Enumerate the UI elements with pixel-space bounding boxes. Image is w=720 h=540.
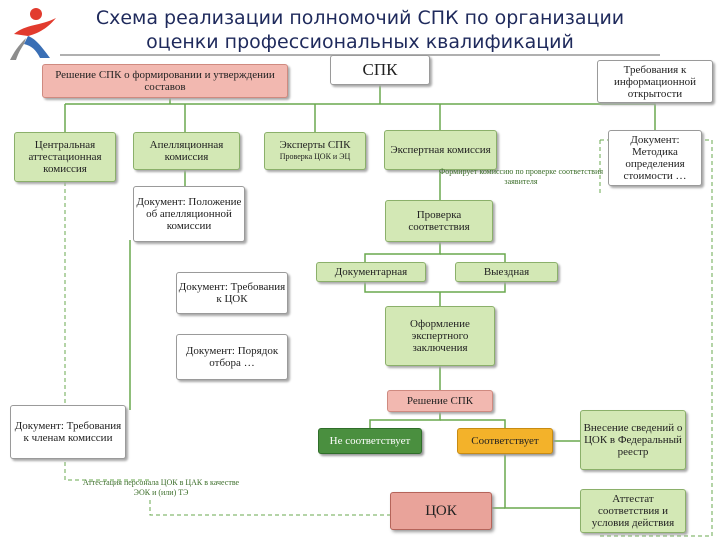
appeal-commission-label: Апелляционная комиссия bbox=[149, 139, 224, 163]
commission-forms-note: Формирует комиссию по проверке соответст… bbox=[438, 167, 604, 186]
members-requirements-label: Документ: Требования к членам комиссии bbox=[14, 420, 122, 444]
spk-experts-sublabel: Проверка ЦОК и ЭЦ bbox=[279, 152, 351, 161]
certificate-label: Аттестат соответствия и условия действия bbox=[591, 493, 675, 529]
connector-doc-merge bbox=[364, 282, 440, 293]
onsite-box: Выездная bbox=[455, 262, 558, 282]
documentary-box: Документарная bbox=[316, 262, 426, 282]
expert-commission-label: Экспертная комиссия bbox=[390, 144, 491, 156]
info-requirements-label: Требования к информационной открытости bbox=[614, 63, 696, 100]
coc-requirements-box: Документ: Требования к ЦОК bbox=[176, 272, 288, 314]
staff-certification-note: Аттестация персонала ЦОК в ЦАК в качеств… bbox=[82, 478, 240, 497]
registry-entry-box: Внесение сведений о ЦОК в Федеральный ре… bbox=[580, 410, 686, 470]
onsite-label: Выездная bbox=[483, 266, 530, 278]
connector-check-split bbox=[364, 242, 441, 262]
spk-label: СПК bbox=[362, 60, 398, 79]
spk-decision-box: Решение СПК bbox=[387, 390, 493, 412]
expert-conclusion-label: Оформление экспертного заключения bbox=[410, 318, 470, 354]
compliance-check-box: Проверка соответствия bbox=[385, 200, 493, 242]
dashed-link-staff bbox=[64, 182, 150, 481]
selection-procedure-label: Документ: Порядок отбора … bbox=[185, 345, 279, 369]
spk-experts-label: Эксперты СПК bbox=[279, 139, 351, 151]
decision-compositions-box: Решение СПК о формировании и утверждении… bbox=[42, 64, 288, 98]
coc-requirements-label: Документ: Требования к ЦОК bbox=[178, 281, 286, 305]
decision-compositions-label: Решение СПК о формировании и утверждении… bbox=[55, 69, 275, 93]
appeal-doc-box: Документ: Положение об апелляционной ком… bbox=[133, 186, 245, 242]
connector-compliant-certificate bbox=[504, 454, 580, 509]
connector-decision-compliant bbox=[440, 419, 506, 428]
connector-onsite-merge bbox=[440, 282, 506, 293]
dashed-frame-right bbox=[600, 139, 713, 537]
spk-box: СПК bbox=[330, 55, 430, 85]
certificate-box: Аттестат соответствия и условия действия bbox=[580, 489, 686, 533]
connector-decision-split bbox=[369, 412, 441, 428]
cost-method-box: Документ: Методика определения стоимости… bbox=[608, 130, 702, 186]
central-commission-box: Центральная аттестационная комиссия bbox=[14, 132, 116, 182]
coc-label: ЦОК bbox=[425, 503, 457, 519]
appeal-commission-box: Апелляционная комиссия bbox=[133, 132, 240, 170]
appeal-doc-label: Документ: Положение об апелляционной ком… bbox=[136, 196, 242, 232]
members-requirements-box: Документ: Требования к членам комиссии bbox=[10, 405, 126, 459]
cost-method-label: Документ: Методика определения стоимости… bbox=[623, 134, 687, 182]
page-title: Схема реализации полномочий СПК по орган… bbox=[70, 6, 650, 54]
expert-conclusion-box: Оформление экспертного заключения bbox=[385, 306, 495, 366]
spk-experts-box: Эксперты СПК Проверка ЦОК и ЭЦ bbox=[264, 132, 366, 170]
documentary-label: Документарная bbox=[334, 266, 408, 278]
person-figure-logo-icon bbox=[10, 8, 56, 60]
connector-check-onsite bbox=[440, 253, 506, 262]
info-requirements-box: Требования к информационной открытости bbox=[597, 60, 713, 103]
not-compliant-label: Не соответствует bbox=[329, 435, 411, 447]
not-compliant-box: Не соответствует bbox=[318, 428, 422, 454]
page-title-line-2: оценки профессиональных квалификаций bbox=[146, 31, 574, 53]
page-title-line-1: Схема реализации полномочий СПК по орган… bbox=[95, 7, 625, 29]
registry-entry-label: Внесение сведений о ЦОК в Федеральный ре… bbox=[583, 422, 683, 458]
compliance-check-label: Проверка соответствия bbox=[408, 209, 470, 233]
expert-commission-box: Экспертная комиссия bbox=[384, 130, 497, 170]
dashed-link-coc bbox=[149, 500, 390, 516]
coc-box: ЦОК bbox=[390, 492, 492, 530]
spk-decision-label: Решение СПК bbox=[406, 395, 474, 407]
selection-procedure-box: Документ: Порядок отбора … bbox=[176, 334, 288, 380]
compliant-label: Соответствует bbox=[471, 435, 539, 447]
compliant-box: Соответствует bbox=[457, 428, 553, 454]
central-commission-label: Центральная аттестационная комиссия bbox=[28, 139, 102, 175]
